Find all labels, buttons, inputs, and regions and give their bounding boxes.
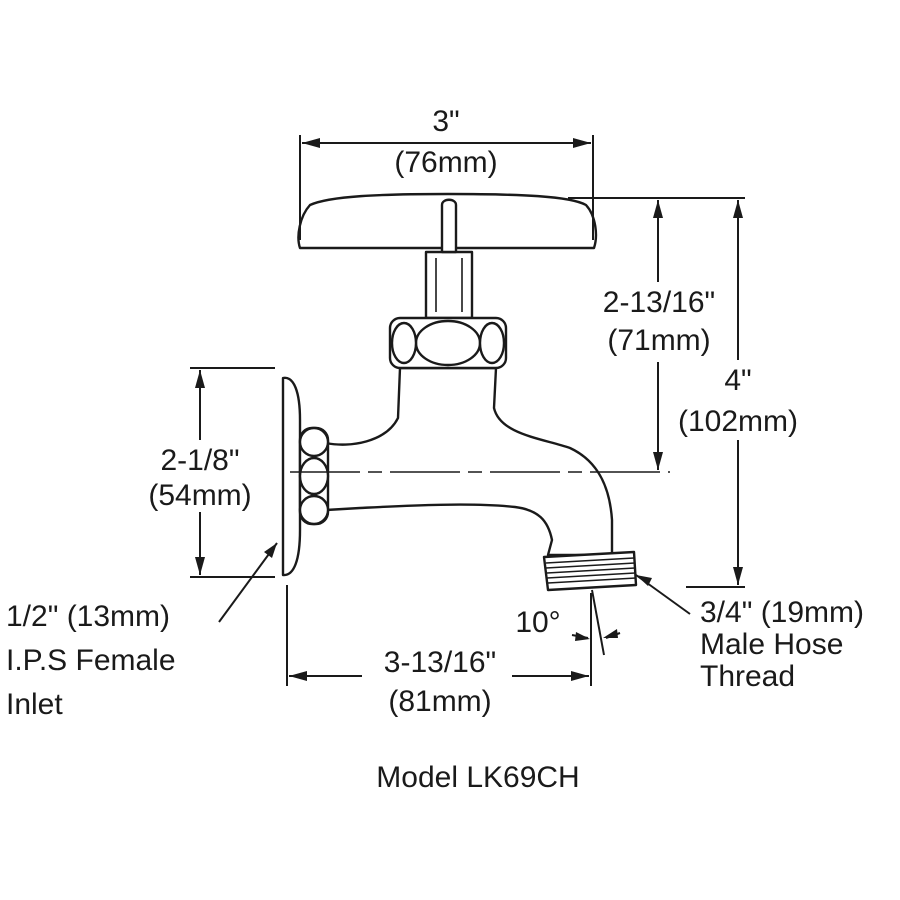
inlet-callout-line1: 1/2" (13mm) <box>6 600 170 633</box>
stem <box>424 250 474 320</box>
overall-height-dimension <box>686 200 745 588</box>
model-caption: Model LK69CH <box>376 761 579 794</box>
stem-height-dimension <box>568 197 745 470</box>
spout-angle-indicator <box>571 589 621 656</box>
handle-width-metric: (76mm) <box>394 146 497 179</box>
faucet-drawing <box>281 192 638 592</box>
spout-reach-dimension <box>286 585 592 686</box>
handle-width-dimension <box>299 135 594 240</box>
spout-reach-imperial: 3-13/16" <box>384 646 496 679</box>
flange-height-imperial: 2-1/8" <box>160 444 239 477</box>
spout-angle-label: 10° <box>515 606 560 639</box>
outlet-callout-line2: Male Hose <box>700 628 843 661</box>
inlet-callout-line2: I.P.S Female <box>6 644 176 677</box>
handle-width-imperial: 3" <box>432 105 459 138</box>
overall-height-imperial: 4" <box>724 364 751 397</box>
stem-height-metric: (71mm) <box>607 324 710 357</box>
stem-height-imperial: 2-13/16" <box>603 286 715 319</box>
outlet-leader <box>635 574 691 615</box>
inlet-callout-line3: Inlet <box>6 688 63 721</box>
flange-height-dimension <box>190 367 275 578</box>
outlet-callout-line3: Thread <box>700 660 795 693</box>
wall-flange <box>281 376 302 577</box>
inlet-leader <box>218 542 278 623</box>
overall-height-metric: (102mm) <box>678 405 798 438</box>
faucet-body <box>324 366 614 557</box>
spout-reach-metric: (81mm) <box>388 685 491 718</box>
flange-height-metric: (54mm) <box>148 479 251 512</box>
outlet-callout-line1: 3/4" (19mm) <box>700 596 864 629</box>
